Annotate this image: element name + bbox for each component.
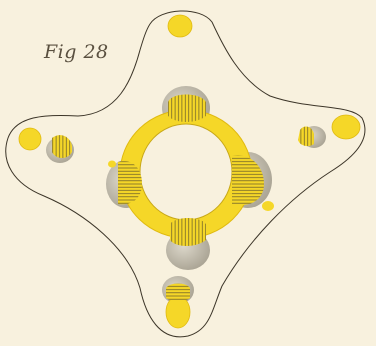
left-hatched-body: [46, 135, 74, 163]
left-yellow-body: [19, 128, 41, 150]
central-ring: [106, 86, 274, 270]
figure-label: Fig 28: [43, 41, 109, 63]
top-yellow-body: [168, 15, 192, 37]
bottom-hatched-body: [162, 276, 194, 328]
right-yellow-body: [332, 115, 360, 139]
right-hatched-body: [298, 126, 326, 148]
